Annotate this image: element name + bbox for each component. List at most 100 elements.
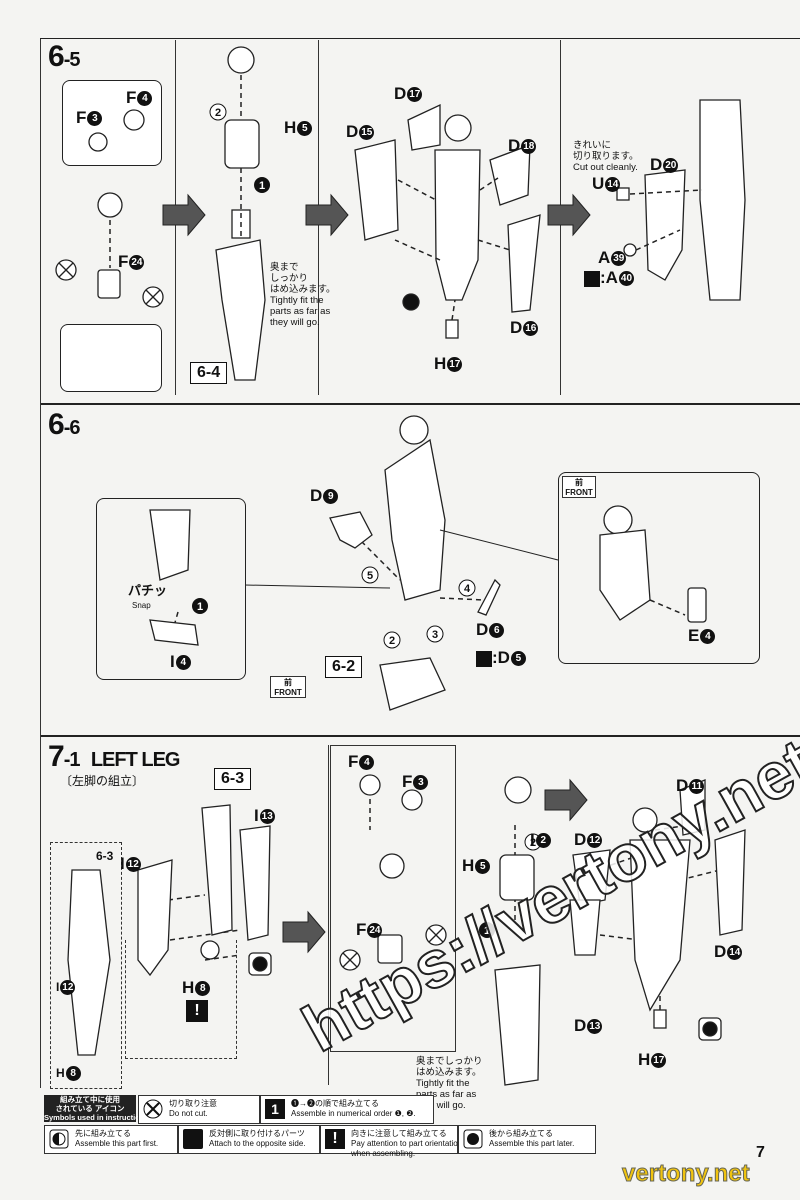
legend-title: 組み立て中に使用 されている アイコン Symbols used in inst…	[44, 1095, 149, 1122]
step-title: LEFT LEG	[90, 749, 181, 771]
opposite-side-icon	[584, 270, 600, 287]
sub-assembly-box	[125, 940, 237, 1059]
tight-fit-note: 奥までしっかり はめ込みます。Tightly fit the parts as …	[416, 1056, 483, 1111]
ball-joint-part	[88, 132, 108, 152]
legend-jp: 反対側に取り付けるパーツ	[209, 1129, 305, 1138]
svg-text:1: 1	[484, 925, 490, 937]
do-not-cut-icon	[143, 1099, 163, 1119]
legend-en: Pay attention to part orientation when a…	[351, 1139, 463, 1158]
orientation-icon: !	[325, 1129, 345, 1149]
ball-joint-part	[123, 109, 145, 131]
sub-assembly-box	[50, 842, 122, 1089]
legend-en: Do not cut.	[169, 1109, 208, 1118]
front-indicator-en: FRONT	[565, 488, 593, 497]
snap-note: パチッ	[128, 583, 168, 598]
opposite-side-icon	[476, 650, 492, 667]
svg-text:4: 4	[464, 583, 471, 595]
legend-en: Attach to the opposite side.	[209, 1139, 306, 1148]
watermark-site: vertony.net	[622, 1160, 751, 1188]
tight-fit-note: 奥まで しっかり はめ込みます。Tightly fit the parts as…	[270, 262, 336, 328]
ref-step-6-2: 6-2	[325, 656, 363, 678]
svg-text:5: 5	[367, 570, 373, 582]
page-number: 7	[756, 1144, 765, 1161]
orientation-icon: !	[186, 1000, 208, 1022]
svg-text:3: 3	[432, 629, 438, 641]
front-indicator: 前 FRONT	[270, 676, 306, 698]
step-subtitle: 〔左脚の組立〕	[60, 774, 145, 788]
section-divider	[40, 735, 800, 737]
step-sub: -5	[63, 49, 81, 71]
legend-en: Assemble this part later.	[489, 1139, 575, 1148]
legend-en: Assemble this part first.	[75, 1139, 159, 1148]
legend-jp: 後から組み立てる	[489, 1129, 553, 1138]
step-main: 6	[48, 40, 65, 73]
numbered-step-icon: 1	[265, 1099, 285, 1119]
front-indicator-en: FRONT	[274, 688, 302, 697]
front-indicator-jp: 前	[575, 478, 583, 487]
legend-en: Assemble in numerical order ❶, ❷.	[291, 1109, 416, 1118]
detail-box-snap	[96, 498, 246, 680]
section-divider	[40, 403, 800, 405]
icon-legend: 組み立て中に使用 されている アイコン Symbols used in inst…	[44, 1095, 764, 1163]
step-number-7-1: 7-1 LEFT LEG	[48, 740, 181, 773]
assemble-later-icon	[463, 1129, 483, 1149]
ref-step-6-3: 6-3	[214, 768, 252, 790]
legend-jp: 切り取り注意	[169, 1099, 217, 1108]
legend-jp: 向きに注意して組み立てる	[351, 1129, 447, 1138]
svg-text:2: 2	[215, 107, 221, 119]
legend-jp: ❶→❷の順で組み立てる	[291, 1099, 379, 1108]
opposite-side-icon	[183, 1129, 203, 1149]
detail-box-connector	[60, 324, 162, 392]
sub-assembly-box	[330, 745, 456, 1052]
svg-text:2: 2	[530, 837, 536, 849]
next-arrow	[162, 193, 206, 237]
step-number-6-5: 6-5	[48, 40, 81, 74]
cut-cleanly-note: きれいに 切り取ります。Cut out cleanly.	[573, 140, 639, 173]
assemble-first-icon	[49, 1129, 69, 1149]
column-divider	[40, 38, 41, 1088]
ref-step-6-3: 6-3	[96, 849, 114, 863]
front-indicator-jp: 前	[284, 678, 292, 687]
